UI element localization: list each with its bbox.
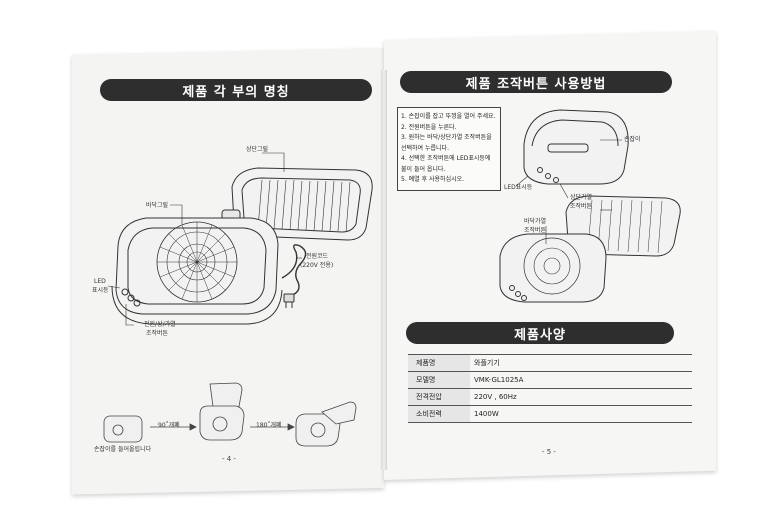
spec-value: 1400W (470, 405, 692, 423)
label-bottom-heat: 바닥가열 (524, 218, 547, 225)
grill-open-illustration (111, 167, 373, 325)
grill-open-right-illustration (499, 195, 681, 303)
usage-step: 선택하여 누릅니다. (401, 144, 449, 152)
label-bottom-grill: 바닥그릴 (146, 202, 169, 209)
label-led-display: 표시등 (92, 287, 109, 294)
label-top-heat: 상단가열 (570, 194, 593, 201)
spec-key: 모델명 (408, 371, 470, 389)
usage-steps-box: 1. 손잡이를 잡고 뚜껑을 열어 주세요. 2. 전원버튼을 누른다. 3. … (397, 107, 501, 191)
label-handle: 손잡이 (624, 136, 641, 143)
left-page-banner: 제품 각 부의 명칭 (100, 79, 372, 101)
usage-step: 불이 들어 옵니다. (401, 165, 446, 173)
usage-step: 2. 전원버튼을 누른다. (401, 123, 457, 131)
spec-banner: 제품사양 (406, 322, 674, 344)
table-row: 전격전압 220V , 60Hz (408, 388, 692, 406)
label-power-cord: 전원코드 (306, 253, 329, 260)
page-number-right: - 5 - (542, 448, 556, 456)
table-row: 제품명 와플기기 (408, 354, 692, 372)
label-power-button: 전원/상/가열 (144, 321, 176, 328)
usage-step: 5. 예열 후 사용하십시오. (401, 176, 465, 183)
label-control-button: 조작버튼 (146, 330, 169, 337)
booklet-spine (381, 70, 387, 470)
label-led: LED (94, 278, 106, 285)
label-angle-180: 180˚개폐 (256, 422, 282, 429)
label-angle-90: 90˚개폐 (158, 422, 180, 429)
label-led-display-right: LED표시등 (504, 184, 533, 191)
open-sequence-illustration (103, 382, 357, 447)
page-number-left: - 4 - (222, 455, 236, 463)
table-row: 모델명 VMK-GL1025A (408, 371, 692, 389)
label-top-grill: 상단그릴 (246, 146, 269, 153)
spec-value: 220V , 60Hz (470, 388, 692, 406)
grill-closed-illustration (523, 109, 629, 185)
spec-key: 전격전압 (408, 388, 470, 406)
spec-table: 제품명 와플기기 모델명 VMK-GL1025A 전격전압 220V , 60H… (408, 354, 692, 423)
usage-step: 3. 원하는 바닥/상단가열 조작버튼을 (401, 134, 492, 141)
label-power-cord-spec: (220V 전용) (300, 262, 334, 269)
caption-lift-handle: 손잡이를 들어올립니다 (94, 446, 152, 453)
label-bottom-heat-button: 조작버튼 (524, 227, 547, 234)
usage-step: 1. 손잡이를 잡고 뚜껑을 열어 주세요. (401, 113, 496, 120)
spec-value: VMK-GL1025A (470, 371, 692, 389)
usage-banner: 제품 조작버튼 사용방법 (400, 71, 672, 93)
label-top-heat-button: 조작버튼 (570, 203, 593, 210)
usage-step: 4. 선택한 조작버튼에 LED표시등에 (401, 155, 491, 162)
spec-key: 소비전력 (408, 405, 470, 423)
spec-value: 와플기기 (470, 354, 692, 372)
table-row: 소비전력 1400W (408, 405, 692, 423)
spec-key: 제품명 (408, 354, 470, 372)
